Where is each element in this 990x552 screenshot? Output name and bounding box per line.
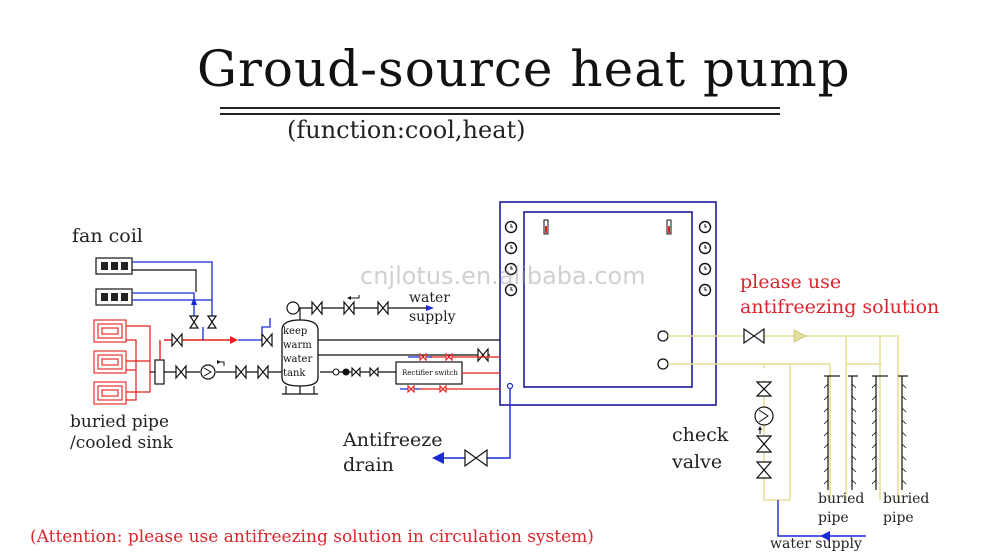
- label-fan-coil: fan coil: [72, 225, 143, 247]
- borehole-left: [824, 375, 858, 490]
- fan-coil-piping-blue: [132, 261, 213, 316]
- label-drain: drain: [343, 454, 394, 476]
- label-valve: valve: [672, 451, 723, 473]
- ground-loop-piping: [668, 335, 899, 501]
- antifreeze-drain-line: [440, 388, 511, 459]
- attention-note: (Attention: please use antifreezing solu…: [30, 527, 594, 547]
- heat-pump-unit: [499, 201, 717, 406]
- ground-loop-port-out: [657, 330, 669, 342]
- label-check: check: [672, 424, 729, 446]
- label-please-use: please use: [740, 271, 842, 293]
- label-cooled-sink: /cooled sink: [70, 433, 173, 453]
- diagram-subtitle: (function:cool,heat): [287, 116, 526, 144]
- diagram-title: Groud-source heat pump: [197, 40, 851, 98]
- manifold: [154, 359, 165, 385]
- keep-warm-water-tank: [281, 319, 319, 387]
- label-buried-pipe-a-2: pipe: [818, 510, 849, 526]
- tank-label-2: warm: [283, 340, 312, 351]
- floor-coil-headers: [126, 325, 151, 401]
- thermometers: [543, 219, 672, 235]
- hot-supply-line: [159, 339, 232, 360]
- ground-loop-port-in: [657, 358, 669, 370]
- label-water-supply-top-1: water: [409, 290, 450, 306]
- pressure-gauges-right: [698, 220, 712, 297]
- label-water-supply-bottom: water supply: [770, 536, 862, 552]
- tank-label-4: tank: [283, 368, 306, 379]
- label-buried-pipe: buried pipe: [70, 412, 170, 432]
- label-buried-pipe-a-1: buried: [818, 491, 865, 507]
- bottom-water-supply-line: [777, 500, 866, 537]
- circulation-pump-left: [200, 364, 216, 380]
- label-buried-pipe-b-2: pipe: [883, 510, 914, 526]
- label-antifreeze: Antifreeze: [343, 429, 443, 451]
- label-buried-pipe-b-1: buried: [883, 491, 930, 507]
- drain-valve: [464, 448, 488, 468]
- ground-loop-valve: [743, 327, 765, 345]
- rectifier-switch-label: Rectifier switch: [402, 369, 458, 377]
- watermark: cnjlotus.en.alibaba.com: [360, 262, 646, 290]
- label-water-supply-top-2: supply: [409, 309, 456, 325]
- floor-heating-coils: [93, 319, 127, 405]
- borehole-right: [872, 375, 908, 490]
- tank-label-3: water: [283, 354, 313, 365]
- label-antifreezing-solution: antifreezing solution: [740, 296, 940, 318]
- ground-loop-pump: [754, 406, 774, 426]
- flow-arrow-out: [793, 329, 807, 343]
- tank-label-1: keep: [283, 326, 308, 337]
- fan-coil-valves: [188, 315, 218, 329]
